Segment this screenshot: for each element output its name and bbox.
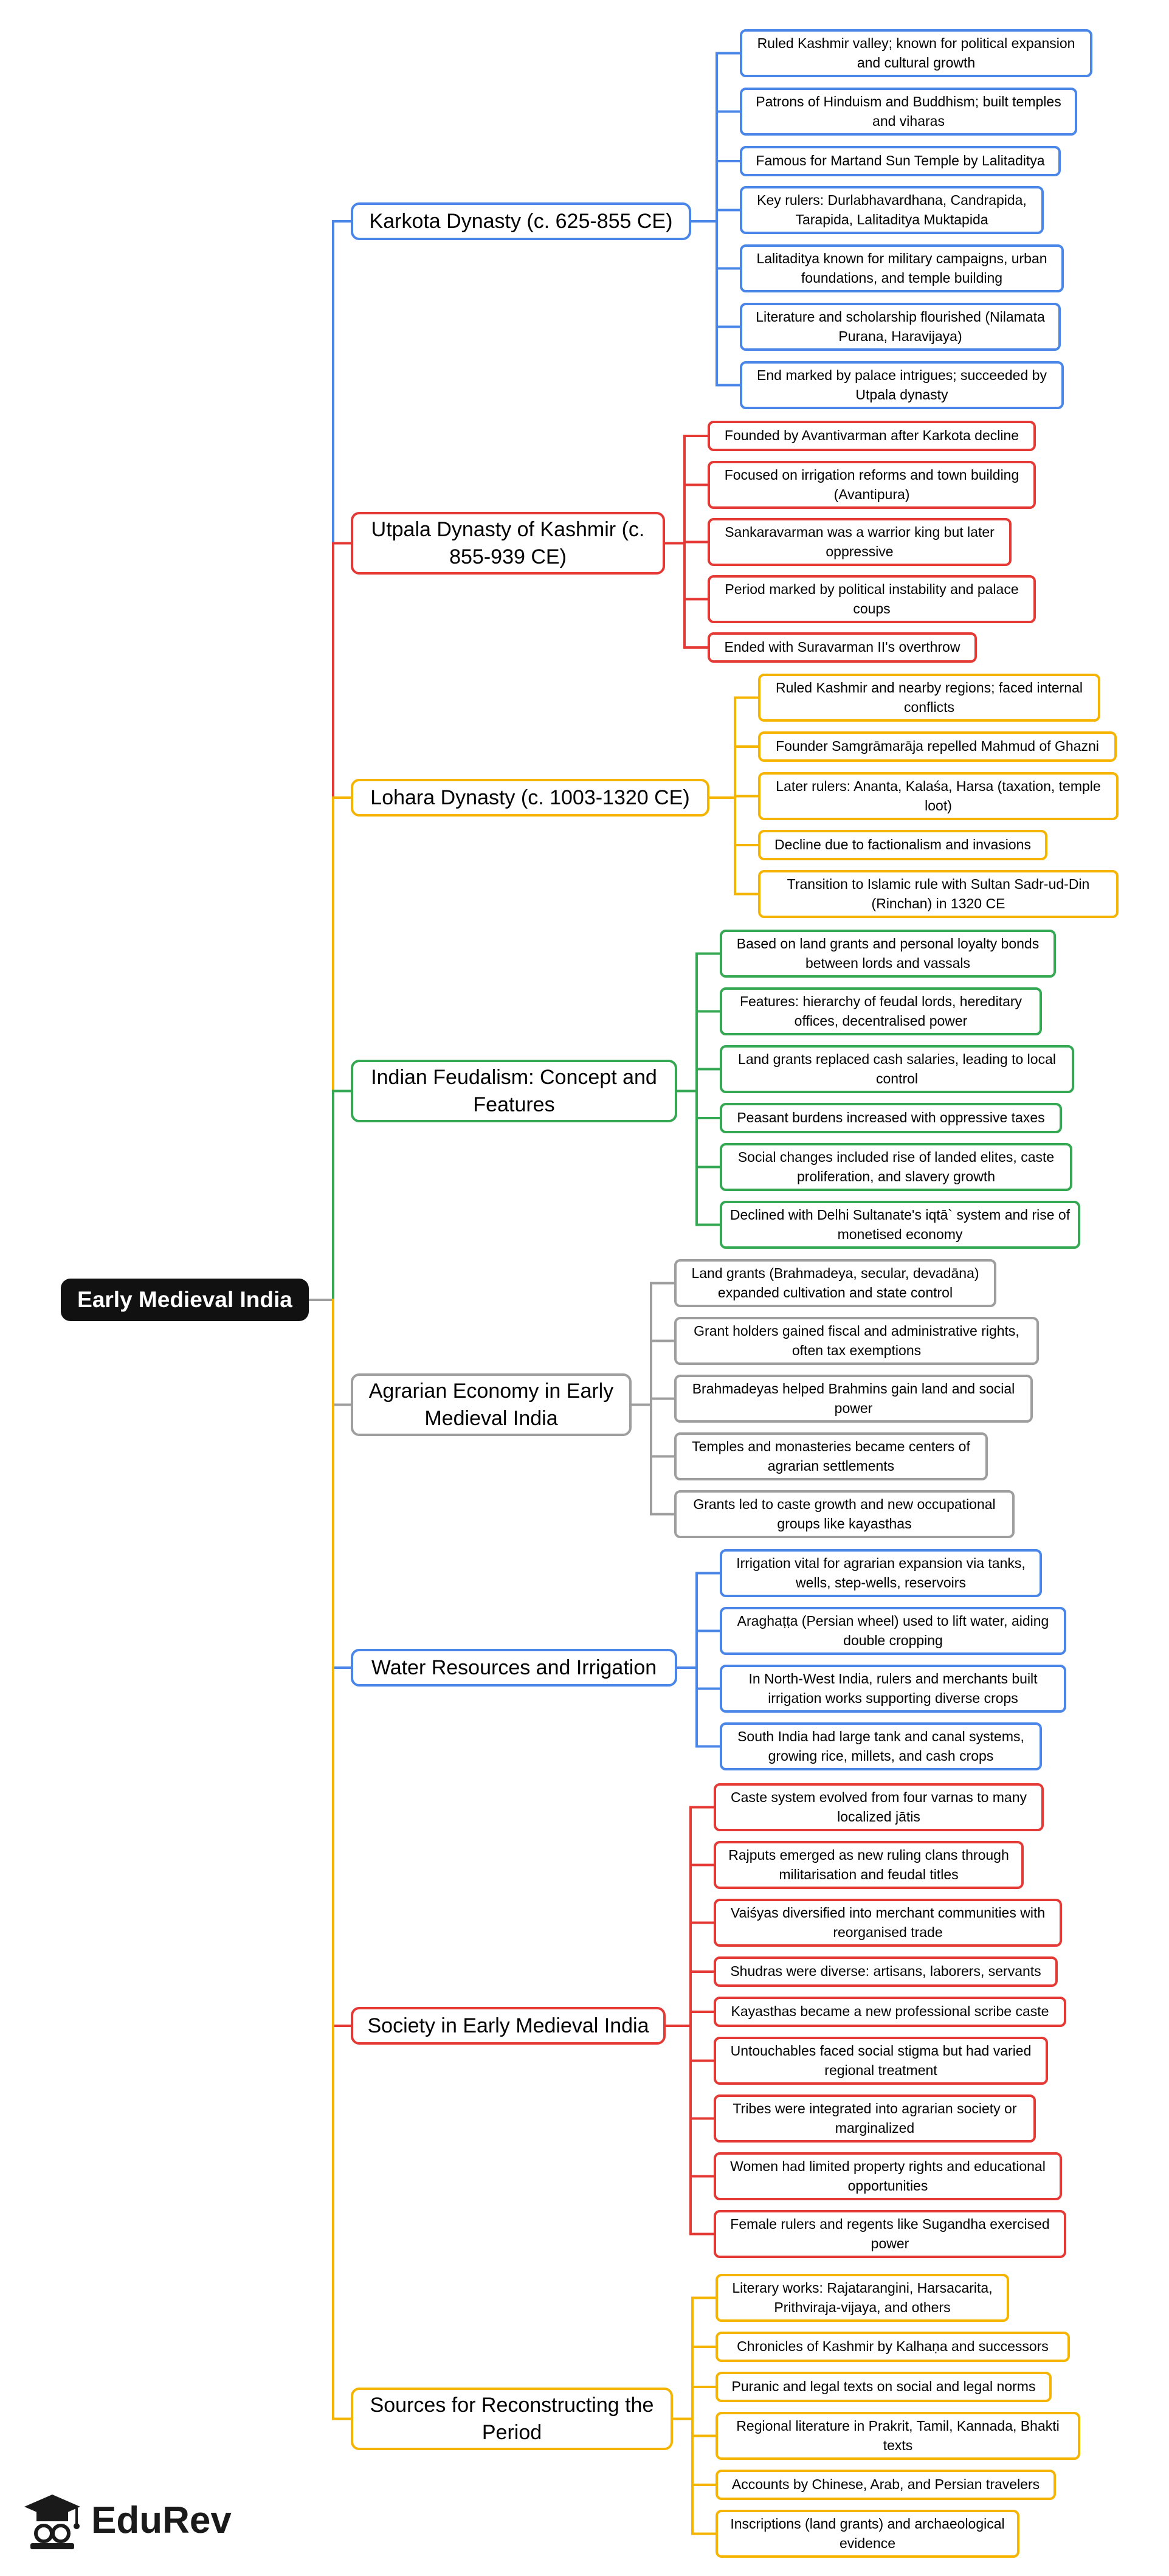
leaf-feudalism-5: Social changes included rise of landed e… bbox=[720, 1143, 1072, 1191]
branch-utpala: Utpala Dynasty of Kashmir (c. 855-939 CE… bbox=[351, 512, 665, 575]
leaf-sources-2: Chronicles of Kashmir by Kalhaṇa and suc… bbox=[716, 2332, 1070, 2362]
leaf-society-7: Tribes were integrated into agrarian soc… bbox=[714, 2094, 1036, 2143]
leaf-society-2: Rajputs emerged as new ruling clans thro… bbox=[714, 1841, 1024, 1889]
edurev-logo: EduRev bbox=[22, 2487, 232, 2554]
leaf-feudalism-1: Based on land grants and personal loyalt… bbox=[720, 930, 1056, 978]
leaf-karkota-1: Ruled Kashmir valley; known for politica… bbox=[740, 29, 1092, 77]
leaf-society-3: Vaiśyas diversified into merchant commun… bbox=[714, 1899, 1062, 1947]
leaf-society-9: Female rulers and regents like Sugandha … bbox=[714, 2210, 1066, 2258]
leaf-lohara-4: Decline due to factionalism and invasion… bbox=[758, 830, 1047, 860]
leaf-utpala-5: Ended with Suravarman II's overthrow bbox=[708, 632, 977, 663]
leaf-society-1: Caste system evolved from four varnas to… bbox=[714, 1783, 1044, 1831]
leaf-lohara-5: Transition to Islamic rule with Sultan S… bbox=[758, 870, 1119, 918]
leaf-water-3: In North-West India, rulers and merchant… bbox=[720, 1665, 1066, 1713]
leaf-utpala-3: Sankaravarman was a warrior king but lat… bbox=[708, 518, 1012, 566]
leaf-agrarian-5: Grants led to caste growth and new occup… bbox=[674, 1490, 1015, 1538]
leaf-sources-5: Accounts by Chinese, Arab, and Persian t… bbox=[716, 2470, 1056, 2500]
leaf-sources-4: Regional literature in Prakrit, Tamil, K… bbox=[716, 2412, 1080, 2460]
leaf-society-6: Untouchables faced social stigma but had… bbox=[714, 2037, 1048, 2085]
graduation-cap-icon bbox=[24, 2495, 80, 2549]
branch-society: Society in Early Medieval India bbox=[351, 2007, 666, 2045]
leaf-society-8: Women had limited property rights and ed… bbox=[714, 2152, 1062, 2200]
leaf-feudalism-6: Declined with Delhi Sultanate's iqtā` sy… bbox=[720, 1201, 1080, 1249]
branch-sources: Sources for Reconstructing the Period bbox=[351, 2388, 673, 2450]
leaf-lohara-3: Later rulers: Ananta, Kalaśa, Harsa (tax… bbox=[758, 772, 1119, 820]
leaf-lohara-2: Founder Samgrāmarāja repelled Mahmud of … bbox=[758, 731, 1117, 762]
leaf-utpala-1: Founded by Avantivarman after Karkota de… bbox=[708, 421, 1036, 451]
branch-water: Water Resources and Irrigation bbox=[351, 1649, 677, 1687]
leaf-feudalism-3: Land grants replaced cash salaries, lead… bbox=[720, 1045, 1074, 1093]
leaf-utpala-2: Focused on irrigation reforms and town b… bbox=[708, 461, 1036, 509]
leaf-karkota-7: End marked by palace intrigues; succeede… bbox=[740, 361, 1064, 409]
leaf-agrarian-4: Temples and monasteries became centers o… bbox=[674, 1432, 988, 1480]
leaf-agrarian-2: Grant holders gained fiscal and administ… bbox=[674, 1317, 1039, 1365]
leaf-sources-3: Puranic and legal texts on social and le… bbox=[716, 2372, 1052, 2402]
leaf-lohara-1: Ruled Kashmir and nearby regions; faced … bbox=[758, 674, 1100, 722]
leaf-karkota-3: Famous for Martand Sun Temple by Lalitad… bbox=[740, 146, 1061, 176]
leaf-sources-1: Literary works: Rajatarangini, Harsacari… bbox=[716, 2274, 1009, 2322]
branch-feudalism: Indian Feudalism: Concept and Features bbox=[351, 1060, 677, 1122]
branch-lohara: Lohara Dynasty (c. 1003-1320 CE) bbox=[351, 779, 709, 817]
leaf-karkota-6: Literature and scholarship flourished (N… bbox=[740, 303, 1061, 351]
logo-text: EduRev bbox=[91, 2499, 232, 2541]
leaf-karkota-4: Key rulers: Durlabhavardhana, Candrapida… bbox=[740, 186, 1044, 234]
leaf-water-4: South India had large tank and canal sys… bbox=[720, 1722, 1042, 1770]
leaf-feudalism-2: Features: hierarchy of feudal lords, her… bbox=[720, 987, 1042, 1035]
leaf-sources-6: Inscriptions (land grants) and archaeolo… bbox=[716, 2510, 1019, 2558]
leaf-feudalism-4: Peasant burdens increased with oppressiv… bbox=[720, 1103, 1062, 1133]
leaf-water-2: Araghaṭṭa (Persian wheel) used to lift w… bbox=[720, 1607, 1066, 1655]
leaf-utpala-4: Period marked by political instability a… bbox=[708, 575, 1036, 623]
leaf-water-1: Irrigation vital for agrarian expansion … bbox=[720, 1549, 1042, 1597]
branch-karkota: Karkota Dynasty (c. 625-855 CE) bbox=[351, 202, 691, 240]
leaf-society-4: Shudras were diverse: artisans, laborers… bbox=[714, 1956, 1058, 1987]
leaf-society-5: Kayasthas became a new professional scri… bbox=[714, 1997, 1066, 2027]
root-node: Early Medieval India bbox=[61, 1279, 309, 1321]
leaf-agrarian-1: Land grants (Brahmadeya, secular, devadā… bbox=[674, 1259, 996, 1307]
leaf-karkota-2: Patrons of Hinduism and Buddhism; built … bbox=[740, 88, 1077, 136]
branch-agrarian: Agrarian Economy in Early Medieval India bbox=[351, 1373, 632, 1436]
leaf-agrarian-3: Brahmadeyas helped Brahmins gain land an… bbox=[674, 1375, 1033, 1423]
leaf-karkota-5: Lalitaditya known for military campaigns… bbox=[740, 244, 1064, 292]
